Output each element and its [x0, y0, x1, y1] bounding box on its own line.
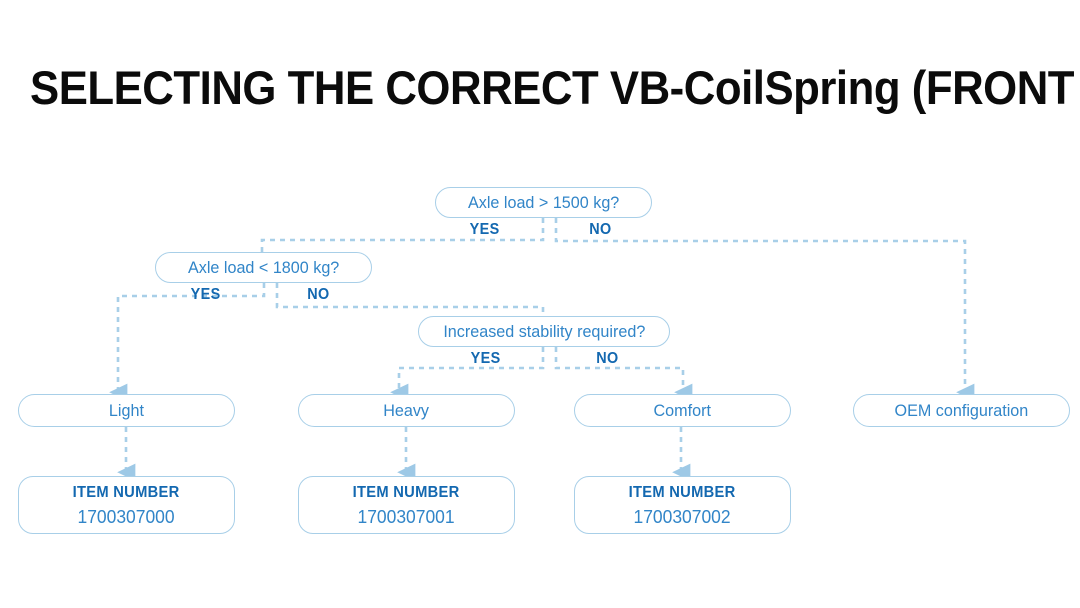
result-label: Heavy	[383, 400, 430, 420]
item-number-box-light[interactable]: ITEM NUMBER 1700307000	[18, 476, 235, 534]
item-number-title: ITEM NUMBER	[629, 483, 736, 501]
decision-axle-load-gt-1500[interactable]: Axle load > 1500 kg?	[435, 187, 652, 218]
connector-d1-yes	[260, 218, 545, 253]
branch-label-d3-yes: YES	[470, 350, 501, 367]
result-label: Comfort	[653, 400, 712, 420]
branch-label-d1-no: NO	[589, 221, 612, 238]
result-light[interactable]: Light	[18, 394, 235, 427]
result-label: OEM configuration	[894, 400, 1029, 420]
item-number-value: 1700307001	[357, 506, 456, 527]
decision-axle-load-lt-1800[interactable]: Axle load < 1800 kg?	[155, 252, 372, 283]
connector-d1-no	[554, 218, 975, 401]
decision-label: Axle load < 1800 kg?	[187, 257, 340, 277]
decision-label: Axle load > 1500 kg?	[467, 192, 620, 212]
item-number-value: 1700307000	[77, 506, 176, 527]
branch-label-d2-yes: YES	[190, 286, 221, 303]
branch-label-d1-yes: YES	[469, 221, 500, 238]
branch-label-d3-no: NO	[596, 350, 619, 367]
item-number-value: 1700307002	[633, 506, 732, 527]
item-number-box-heavy[interactable]: ITEM NUMBER 1700307001	[298, 476, 515, 534]
decision-increased-stability[interactable]: Increased stability required?	[418, 316, 670, 347]
result-oem-configuration[interactable]: OEM configuration	[853, 394, 1070, 427]
decision-label: Increased stability required?	[443, 321, 645, 341]
item-number-box-comfort[interactable]: ITEM NUMBER 1700307002	[574, 476, 791, 534]
result-comfort[interactable]: Comfort	[574, 394, 791, 427]
page-title: SELECTING THE CORRECT VB-CoilSpring (FRO…	[30, 61, 1080, 114]
item-number-title: ITEM NUMBER	[73, 483, 180, 501]
connector-d3-yes	[390, 347, 545, 401]
connector-d3-no	[554, 347, 693, 401]
result-label: Light	[108, 400, 145, 420]
item-number-title: ITEM NUMBER	[353, 483, 460, 501]
branch-label-d2-no: NO	[307, 286, 330, 303]
result-heavy[interactable]: Heavy	[298, 394, 515, 427]
connector-d2-no	[275, 283, 545, 317]
